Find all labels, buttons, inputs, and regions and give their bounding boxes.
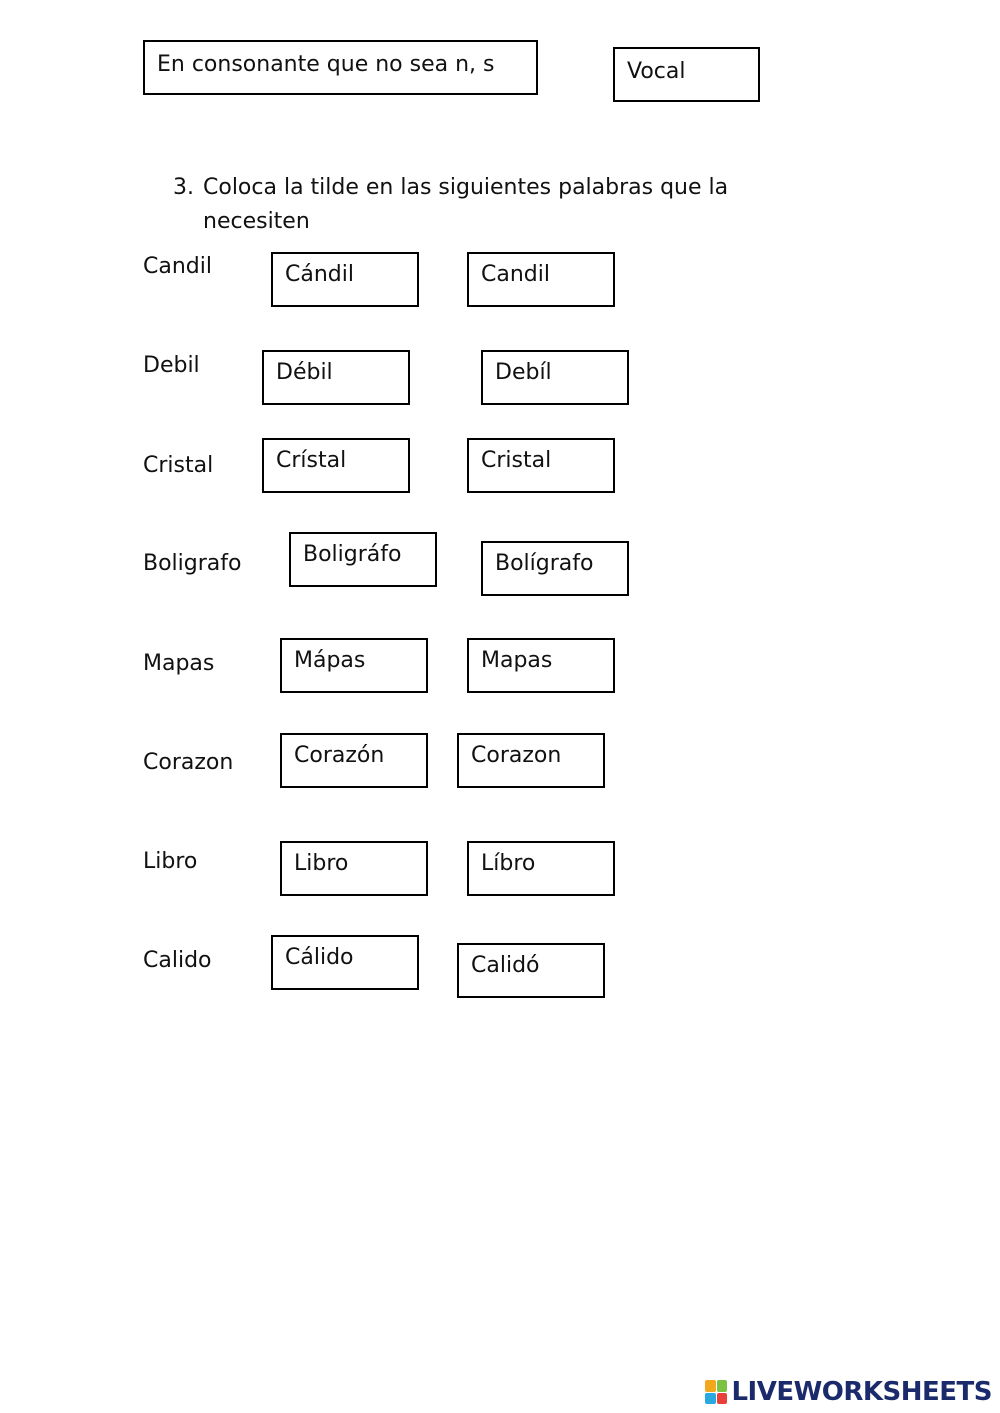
row-word: Debil — [143, 353, 200, 378]
option-b-box[interactable]: Cristal — [467, 438, 615, 493]
instruction: 3. Coloca la tilde en las siguientes pala… — [173, 171, 728, 239]
option-a-box[interactable]: Mápas — [280, 638, 428, 693]
option-a-box[interactable]: Cándil — [271, 252, 419, 307]
instruction-number: 3. — [173, 175, 194, 200]
option-b-label: Debíl — [495, 360, 552, 385]
option-vocal-box[interactable]: Vocal — [613, 47, 760, 102]
option-a-label: Corazón — [294, 743, 385, 768]
liveworksheets-logo-text: LIVEWORKSHEETS — [731, 1377, 992, 1407]
logo-square — [705, 1380, 716, 1392]
row-word: Libro — [143, 849, 198, 874]
logo-square — [716, 1392, 728, 1404]
row-word: Calido — [143, 948, 212, 973]
option-b-box[interactable]: Debíl — [481, 350, 629, 405]
option-b-label: Candil — [481, 262, 550, 287]
option-b-box[interactable]: Calidó — [457, 943, 605, 998]
option-b-label: Mapas — [481, 648, 553, 673]
option-consonant-box[interactable]: En consonante que no sea n, s — [143, 40, 538, 95]
option-b-box[interactable]: Bolígrafo — [481, 541, 629, 596]
option-a-label: Libro — [294, 851, 349, 876]
option-a-label: Boligráfo — [303, 542, 402, 567]
option-a-label: Mápas — [294, 648, 366, 673]
option-a-label: Débil — [276, 360, 333, 385]
instruction-line-1: Coloca la tilde en las siguientes palabr… — [203, 175, 729, 200]
option-b-label: Corazon — [471, 743, 562, 768]
option-a-box[interactable]: Corazón — [280, 733, 428, 788]
option-a-label: Cándil — [285, 262, 354, 287]
liveworksheets-logo-icon — [705, 1380, 728, 1404]
option-a-label: Crístal — [276, 448, 347, 473]
row-word: Cristal — [143, 453, 214, 478]
row-word: Mapas — [143, 651, 215, 676]
row-word: Candil — [143, 254, 212, 279]
option-b-label: Líbro — [481, 851, 536, 876]
option-b-box[interactable]: Corazon — [457, 733, 605, 788]
option-a-box[interactable]: Boligráfo — [289, 532, 437, 587]
logo-square — [705, 1392, 716, 1404]
option-b-box[interactable]: Mapas — [467, 638, 615, 693]
option-consonant-label: En consonante que no sea n, s — [157, 52, 495, 77]
option-a-box[interactable]: Libro — [280, 841, 428, 896]
row-word: Corazon — [143, 750, 234, 775]
option-b-box[interactable]: Líbro — [467, 841, 615, 896]
option-a-box[interactable]: Crístal — [262, 438, 410, 493]
option-b-label: Bolígrafo — [495, 551, 594, 576]
liveworksheets-logo: LIVEWORKSHEETS — [705, 1377, 992, 1407]
option-b-label: Calidó — [471, 953, 540, 978]
row-word: Boligrafo — [143, 551, 242, 576]
option-a-box[interactable]: Débil — [262, 350, 410, 405]
option-vocal-label: Vocal — [627, 59, 686, 84]
logo-square — [716, 1380, 728, 1392]
instruction-line-2: necesiten — [203, 209, 310, 234]
option-b-label: Cristal — [481, 448, 552, 473]
option-b-box[interactable]: Candil — [467, 252, 615, 307]
option-a-label: Cálido — [285, 945, 354, 970]
option-a-box[interactable]: Cálido — [271, 935, 419, 990]
